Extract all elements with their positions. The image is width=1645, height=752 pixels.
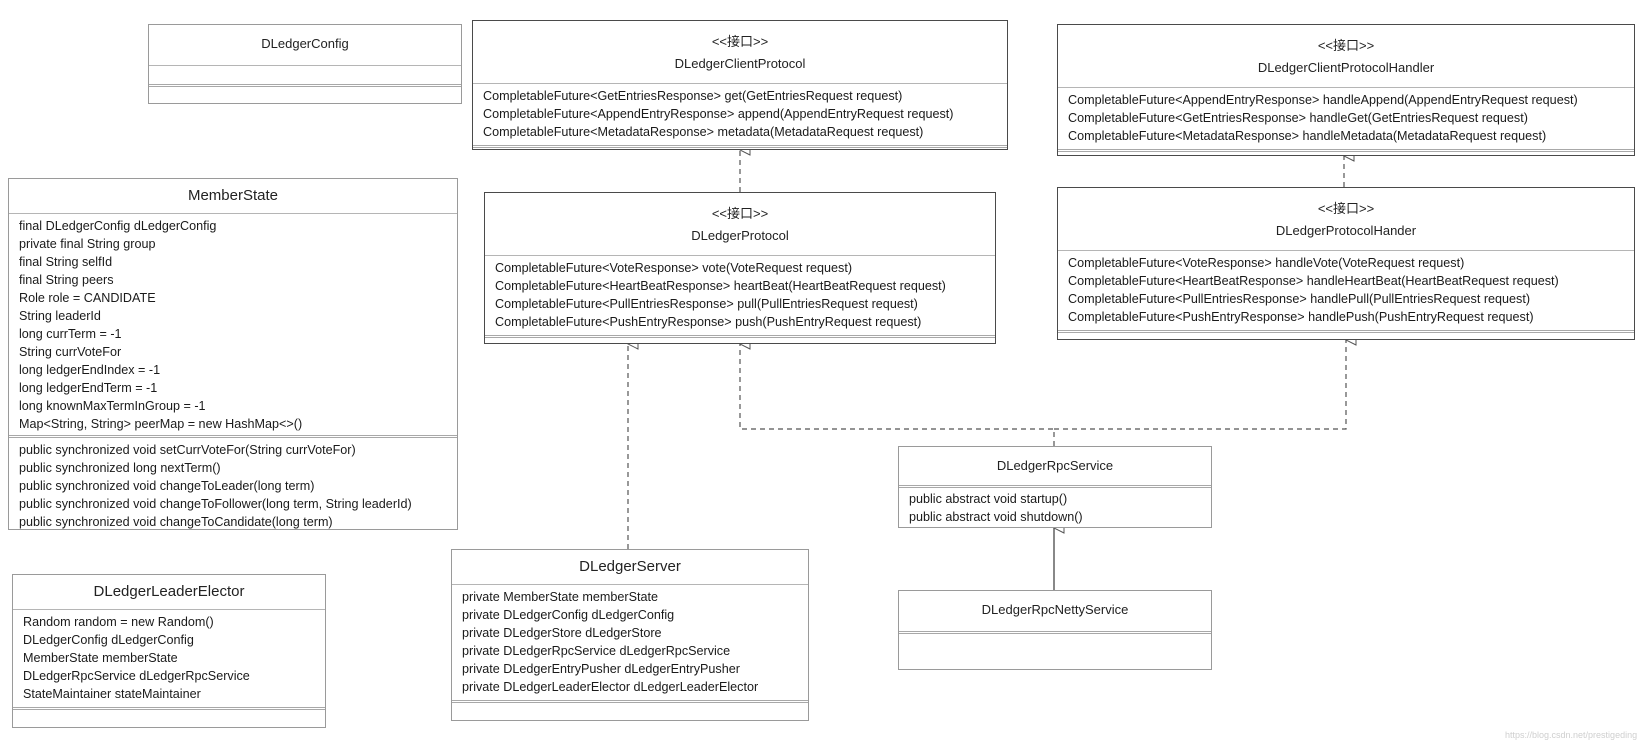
- attribute-line: String currVoteFor: [19, 345, 122, 359]
- stereotype-label: <<接口>>: [711, 206, 769, 221]
- method-list: CompletableFuture<VoteResponse> vote(Vot…: [485, 256, 995, 335]
- attribute-line: private DLedgerStore dLedgerStore: [462, 626, 662, 640]
- edge-rpc-service-implements-protocol: [740, 344, 1055, 446]
- class-name: DLedgerServer: [579, 558, 681, 575]
- attribute-line: long ledgerEndTerm = -1: [19, 381, 158, 395]
- method-line: CompletableFuture<HeartBeatResponse> hea…: [495, 279, 946, 293]
- method-line: CompletableFuture<MetadataResponse> hand…: [1068, 129, 1547, 143]
- stereotype-label: <<接口>>: [711, 34, 769, 49]
- method-line: CompletableFuture<AppendEntryResponse> h…: [1068, 93, 1578, 107]
- divider: [1058, 149, 1634, 152]
- attribute-compartment: [149, 65, 461, 66]
- watermark-text: https://blog.csdn.net/prestigeding: [1505, 730, 1638, 740]
- attribute-line: private DLedgerConfig dLedgerConfig: [462, 608, 675, 622]
- divider: [899, 485, 1211, 488]
- attribute-line: final String selfId: [19, 255, 113, 269]
- attribute-line: private DLedgerLeaderElector dLedgerLead…: [462, 680, 759, 694]
- divider: [1058, 87, 1634, 88]
- attribute-line: Map<String, String> peerMap = new HashMa…: [19, 417, 303, 431]
- divider: [1058, 330, 1634, 333]
- class-name: DLedgerRpcService: [996, 458, 1114, 473]
- interface-name: DLedgerClientProtocolHandler: [1257, 60, 1435, 75]
- method-line: CompletableFuture<AppendEntryResponse> a…: [483, 107, 954, 121]
- method-line: public synchronized void setCurrVoteFor(…: [19, 443, 356, 457]
- class-name: DLedgerRpcNettyService: [981, 602, 1129, 617]
- attribute-line: String leaderId: [19, 309, 101, 323]
- class-name: MemberState: [187, 187, 279, 204]
- attribute-line: private DLedgerEntryPusher dLedgerEntryP…: [462, 662, 740, 676]
- attribute-line: Random random = new Random(): [23, 615, 214, 629]
- divider: [473, 83, 1007, 84]
- interface-dledger-client-protocol-handler: <<接口>> DLedgerClientProtocolHandler Comp…: [1057, 24, 1635, 156]
- divider: [1058, 250, 1634, 251]
- attribute-list: final DLedgerConfig dLedgerConfig privat…: [9, 214, 457, 435]
- attribute-line: StateMaintainer stateMaintainer: [23, 687, 201, 701]
- divider: [452, 700, 808, 703]
- method-line: CompletableFuture<PushEntryResponse> han…: [1068, 310, 1534, 324]
- attribute-line: long currTerm = -1: [19, 327, 122, 341]
- attribute-line: private MemberState memberState: [462, 590, 658, 604]
- method-line: CompletableFuture<GetEntriesResponse> ha…: [1068, 111, 1528, 125]
- divider: [452, 584, 808, 585]
- divider: [485, 255, 995, 256]
- divider: [9, 213, 457, 214]
- method-line: CompletableFuture<PushEntryResponse> pus…: [495, 315, 922, 329]
- method-line: public abstract void startup(): [909, 492, 1068, 506]
- class-member-state: MemberState final DLedgerConfig dLedgerC…: [8, 178, 458, 530]
- method-line: CompletableFuture<VoteResponse> handleVo…: [1068, 256, 1465, 270]
- method-line: public synchronized long nextTerm(): [19, 461, 221, 475]
- attribute-line: private final String group: [19, 237, 156, 251]
- attribute-line: DLedgerRpcService dLedgerRpcService: [23, 669, 250, 683]
- edge-rpc-service-implements-protocol-hander: [1054, 340, 1346, 430]
- divider: [9, 435, 457, 438]
- method-line: CompletableFuture<GetEntriesResponse> ge…: [483, 89, 903, 103]
- divider: [13, 707, 325, 710]
- method-list: CompletableFuture<GetEntriesResponse> ge…: [473, 84, 1007, 145]
- interface-name: DLedgerClientProtocol: [674, 56, 806, 71]
- interface-dledger-client-protocol: <<接口>> DLedgerClientProtocol Completable…: [472, 20, 1008, 150]
- divider: [13, 609, 325, 610]
- stereotype-label: <<接口>>: [1317, 38, 1375, 53]
- method-list: public abstract void startup() public ab…: [899, 488, 1211, 530]
- method-list: CompletableFuture<VoteResponse> handleVo…: [1058, 251, 1634, 330]
- interface-name: DLedgerProtocolHander: [1275, 223, 1417, 238]
- method-line: CompletableFuture<VoteResponse> vote(Vot…: [495, 261, 853, 275]
- divider: [899, 631, 1211, 634]
- method-list: CompletableFuture<AppendEntryResponse> h…: [1058, 88, 1634, 149]
- method-line: CompletableFuture<PullEntriesResponse> h…: [1068, 292, 1531, 306]
- method-line: public abstract void shutdown(): [909, 510, 1083, 524]
- interface-dledger-protocol-hander: <<接口>> DLedgerProtocolHander Completable…: [1057, 187, 1635, 340]
- attribute-line: long ledgerEndIndex = -1: [19, 363, 161, 377]
- attribute-line: Role role = CANDIDATE: [19, 291, 156, 305]
- attribute-line: MemberState memberState: [23, 651, 178, 665]
- attribute-line: final DLedgerConfig dLedgerConfig: [19, 219, 217, 233]
- method-list: public synchronized void setCurrVoteFor(…: [9, 438, 457, 535]
- interface-name: DLedgerProtocol: [691, 228, 789, 243]
- attribute-line: long knownMaxTermInGroup = -1: [19, 399, 206, 413]
- class-dledger-rpc-netty-service: DLedgerRpcNettyService: [898, 590, 1212, 670]
- class-dledger-rpc-service: DLedgerRpcService public abstract void s…: [898, 446, 1212, 528]
- attribute-line: DLedgerConfig dLedgerConfig: [23, 633, 194, 647]
- attribute-line: final String peers: [19, 273, 114, 287]
- divider: [149, 84, 461, 87]
- attribute-line: private DLedgerRpcService dLedgerRpcServ…: [462, 644, 731, 658]
- method-line: public synchronized void changeToLeader(…: [19, 479, 315, 493]
- class-name: DLedgerLeaderElector: [93, 583, 245, 600]
- attribute-list: Random random = new Random() DLedgerConf…: [13, 610, 325, 707]
- method-line: public synchronized void changeToCandida…: [19, 515, 333, 529]
- class-dledger-leader-elector: DLedgerLeaderElector Random random = new…: [12, 574, 326, 728]
- method-line: CompletableFuture<MetadataResponse> meta…: [483, 125, 924, 139]
- class-dledger-config: DLedgerConfig: [148, 24, 462, 104]
- attribute-list: private MemberState memberState private …: [452, 585, 808, 700]
- method-line: CompletableFuture<HeartBeatResponse> han…: [1068, 274, 1559, 288]
- interface-dledger-protocol: <<接口>> DLedgerProtocol CompletableFuture…: [484, 192, 996, 344]
- method-line: public synchronized void changeToFollowe…: [19, 497, 412, 511]
- class-dledger-server: DLedgerServer private MemberState member…: [451, 549, 809, 721]
- divider: [485, 335, 995, 338]
- stereotype-label: <<接口>>: [1317, 201, 1375, 216]
- method-line: CompletableFuture<PullEntriesResponse> p…: [495, 297, 918, 311]
- class-name: DLedgerConfig: [261, 36, 349, 51]
- divider: [473, 145, 1007, 148]
